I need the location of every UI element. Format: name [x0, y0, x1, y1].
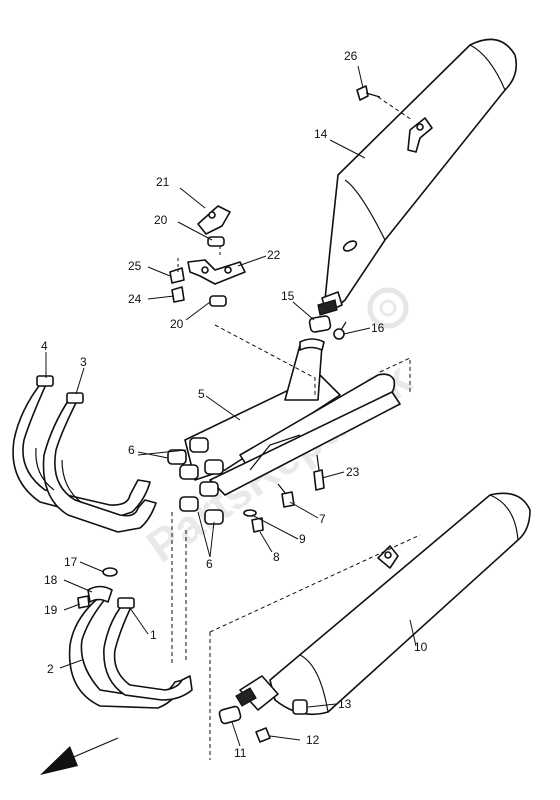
label-16: 16: [371, 321, 385, 335]
flange-pipe-1[interactable]: [117, 597, 135, 609]
muffler-bracket-lower[interactable]: [377, 545, 399, 569]
bolt-7[interactable]: [277, 483, 295, 508]
grommet-20-upper[interactable]: [207, 236, 225, 247]
label-14: 14: [314, 127, 328, 141]
bolt-23[interactable]: [313, 454, 325, 491]
flange-18[interactable]: [87, 585, 113, 603]
dash-lower-pipes: [171, 512, 187, 665]
dash-mount: [177, 246, 221, 272]
gasket-6-set-lower[interactable]: [179, 496, 224, 525]
label-15: 15: [281, 289, 295, 303]
label-6-upper: 6: [128, 443, 135, 457]
dash-lower-muffler: [209, 534, 421, 760]
muffler-lower[interactable]: [235, 492, 531, 716]
pipe-flange-4[interactable]: [36, 375, 54, 387]
exhaust-pipe-lower-set[interactable]: [68, 597, 193, 709]
bolt-26[interactable]: [356, 85, 381, 101]
label-5: 5: [198, 387, 205, 401]
bolt-24[interactable]: [171, 286, 185, 303]
collar-25[interactable]: [169, 267, 185, 284]
washer-9[interactable]: [243, 509, 257, 517]
label-24: 24: [128, 292, 142, 306]
grommet-20-lower[interactable]: [209, 295, 227, 307]
label-2: 2: [47, 662, 54, 676]
label-10: 10: [414, 640, 428, 654]
damper-13[interactable]: [292, 699, 308, 715]
label-4: 4: [41, 339, 48, 353]
label-9: 9: [299, 532, 306, 546]
label-3: 3: [80, 355, 87, 369]
label-26: 26: [344, 49, 358, 63]
label-20-lower: 20: [170, 317, 184, 331]
bracket-22[interactable]: [187, 259, 246, 285]
muffler-bracket-upper[interactable]: [407, 117, 433, 153]
label-18: 18: [44, 573, 58, 587]
label-20-upper: 20: [154, 213, 168, 227]
label-12: 12: [306, 733, 320, 747]
gasket-6-set-upper[interactable]: [167, 437, 224, 497]
label-22: 22: [267, 248, 281, 262]
label-8: 8: [273, 550, 280, 564]
clamp-bolt-16[interactable]: [333, 321, 347, 340]
damper-21[interactable]: [197, 205, 231, 235]
bolt-12[interactable]: [255, 727, 271, 743]
label-23: 23: [346, 465, 360, 479]
label-21: 21: [156, 175, 170, 189]
exhaust-pipe-upper-set[interactable]: [12, 379, 157, 533]
bolt-19[interactable]: [77, 595, 90, 609]
muffler-upper[interactable]: [317, 38, 518, 316]
watermark-gear-icon: [367, 287, 409, 329]
label-7: 7: [319, 512, 326, 526]
front-direction-arrow-icon: [40, 737, 119, 775]
gasket-11[interactable]: [218, 705, 242, 725]
gasket-15[interactable]: [308, 315, 332, 333]
part-number-labels: 26 14 21 20 22 25 24 15 20 16 4 3 5 6 23…: [41, 49, 428, 760]
label-17: 17: [64, 555, 78, 569]
leader-lines: [45, 65, 417, 747]
label-13: 13: [338, 697, 352, 711]
pipe-flange-3[interactable]: [66, 392, 84, 404]
label-6-lower: 6: [206, 557, 213, 571]
label-11: 11: [234, 746, 247, 760]
gasket-17[interactable]: [102, 567, 118, 577]
dash-collector: [214, 324, 411, 398]
label-25: 25: [128, 259, 142, 273]
label-19: 19: [44, 603, 58, 617]
label-1: 1: [150, 628, 157, 642]
